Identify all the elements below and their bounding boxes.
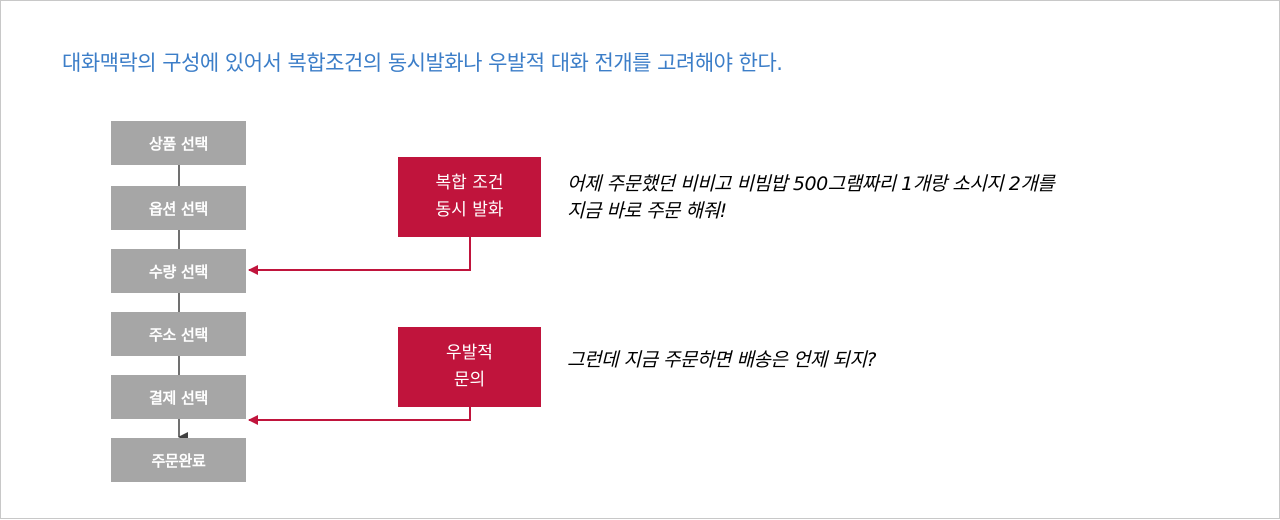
example-utterance-unexpected: 그런데 지금 주문하면 배송은 언제 되지? — [567, 347, 876, 374]
callout-label-line2: 동시 발화 — [435, 200, 504, 220]
slide-title: 대화맥락의 구성에 있어서 복합조건의 동시발화나 우발적 대화 전개를 고려해… — [62, 51, 783, 75]
callout-label-line1: 우발적 — [446, 343, 493, 363]
step-product-select: 상품 선택 — [111, 121, 246, 165]
callout-box-unexpected: 우발적 문의 — [398, 327, 541, 407]
step-label: 주문완료 — [151, 451, 206, 470]
utterance-line2: 지금 바로 주문 해줘! — [567, 200, 727, 222]
example-utterance-compound: 어제 주문했던 비비고 비빔밥 500그램짜리 1개랑 소시지 2개를 지금 바… — [567, 171, 1055, 225]
step-option-select: 옵션 선택 — [111, 186, 246, 230]
step-label: 옵션 선택 — [149, 199, 208, 218]
step-quantity-select: 수량 선택 — [111, 249, 246, 293]
callout-label-line2: 문의 — [453, 370, 486, 390]
step-address-select: 주소 선택 — [111, 312, 246, 356]
utterance-line1: 그런데 지금 주문하면 배송은 언제 되지? — [567, 349, 876, 371]
step-label: 주소 선택 — [149, 325, 208, 344]
callout-arrow-compound — [248, 237, 471, 275]
step-label: 상품 선택 — [149, 134, 208, 153]
callout-label-line1: 복합 조건 — [435, 173, 504, 193]
step-order-complete: 주문완료 — [111, 438, 246, 482]
step-label: 수량 선택 — [149, 262, 208, 281]
callout-arrow-unexpected — [248, 407, 471, 425]
step-label: 결제 선택 — [149, 388, 208, 407]
callout-box-compound: 복합 조건 동시 발화 — [398, 157, 541, 237]
step-payment-select: 결제 선택 — [111, 375, 246, 419]
utterance-line1: 어제 주문했던 비비고 비빔밥 500그램짜리 1개랑 소시지 2개를 — [567, 173, 1055, 195]
